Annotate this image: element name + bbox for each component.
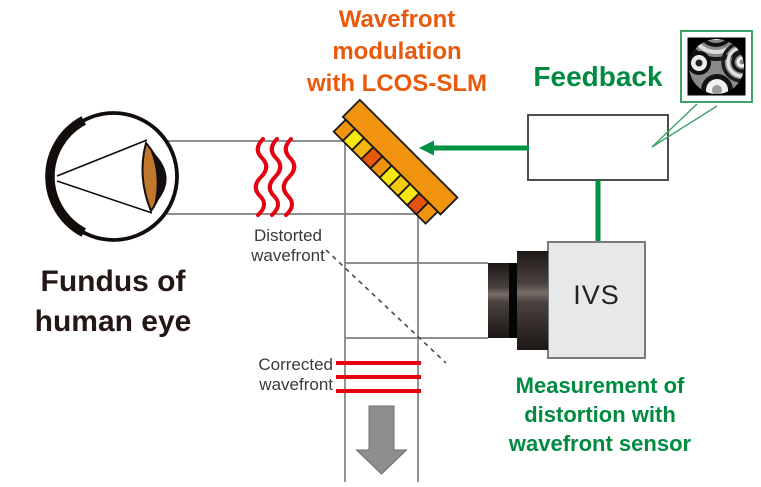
measurement-label-line-2: distortion with — [524, 402, 676, 427]
callout-line-1 — [651, 103, 698, 148]
slm-tile-10 — [415, 201, 439, 225]
ray-lower — [56, 180, 153, 214]
distorted-label-line-1: Distorted — [253, 226, 323, 245]
slm-pixel-tiles — [332, 118, 439, 225]
ivs-label: IVS — [573, 280, 620, 310]
slm-title-line-3: with LCOS-SLM — [307, 70, 487, 97]
output-down-arrow — [355, 405, 408, 475]
corrected-wavefront-label: Corrected wavefront — [233, 355, 333, 395]
measurement-label: Measurement of distortion with wavefront… — [462, 371, 738, 458]
slm-title-line-2: modulation — [332, 38, 462, 65]
ivs-sensor-box — [547, 241, 646, 359]
lens-ring-front — [488, 263, 509, 338]
fundus-label: Fundus of human eye — [15, 262, 211, 342]
distorted-wavefront-label: Distorted wavefront — [238, 226, 338, 266]
feedback-arrow — [419, 140, 529, 156]
eye-schematic — [45, 111, 179, 242]
wave-3 — [281, 137, 297, 217]
lens-ring-gap — [509, 263, 517, 338]
fundus-label-line-1: Fundus of — [40, 265, 186, 298]
measurement-label-line-3: wavefront sensor — [508, 431, 692, 456]
eye-pupil-dark — [150, 149, 167, 205]
distorted-wavefront-waves — [253, 137, 297, 217]
beamsplitter-dashed-line — [325, 249, 447, 364]
slm-title-line-1: Wavefront — [338, 6, 456, 33]
feedback-label: Feedback — [533, 61, 663, 92]
phase-map-callout — [651, 30, 753, 148]
camera-lens-barrel — [488, 251, 548, 350]
lens-body — [517, 251, 548, 350]
phase-map-pattern — [689, 39, 744, 94]
feedback-controller-box — [527, 114, 669, 181]
slm-title: Wavefront modulation with LCOS-SLM — [283, 4, 511, 100]
wave-1 — [253, 137, 269, 217]
beam-path-lines — [146, 140, 488, 482]
retina-arc — [45, 116, 87, 237]
distorted-label-line-2: wavefront — [251, 246, 325, 265]
corrected-label-line-2: wavefront — [259, 375, 333, 394]
callout-line-2 — [651, 105, 718, 148]
fundus-label-line-2: human eye — [34, 305, 192, 338]
wave-2 — [267, 137, 283, 217]
feedback-arrowhead — [419, 140, 434, 156]
corrected-label-line-1: Corrected — [258, 355, 333, 374]
ray-upper — [56, 139, 148, 177]
measurement-label-line-1: Measurement of — [515, 373, 685, 398]
corrected-wavefront-lines — [336, 361, 421, 393]
lcos-slm — [332, 98, 459, 225]
